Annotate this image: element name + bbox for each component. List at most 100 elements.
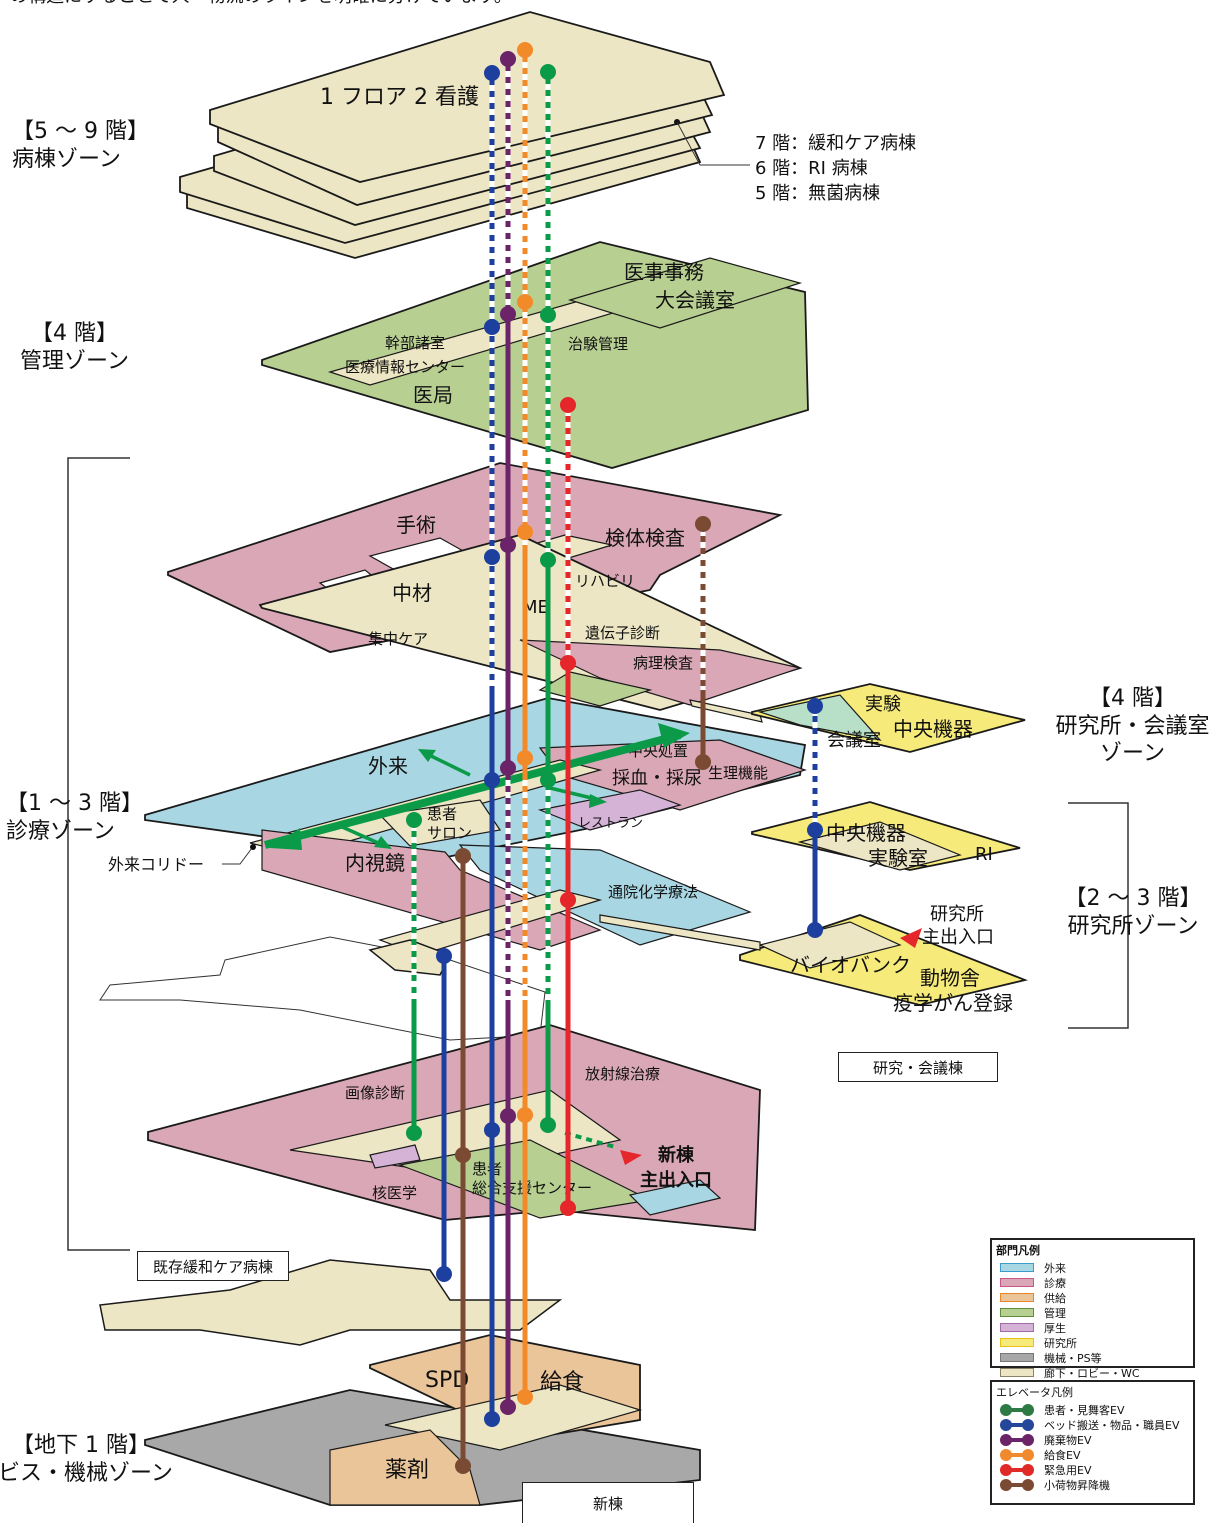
palliative-wing (99, 1259, 563, 1346)
room-kaigishitsu: 会議室 (827, 730, 881, 751)
ward-special-5: 5 階：無菌病棟 (755, 183, 880, 204)
ward-floor-label: 1 フロア 2 看護 (320, 85, 479, 110)
room-hoshasen: 放射線治療 (585, 1065, 660, 1083)
elevator-icon (1000, 1463, 1034, 1476)
room-biobank: バイオバンク (790, 953, 911, 977)
room-dai-kaigishitsu: 大会議室 (655, 288, 735, 312)
legend-label: 管理 (1044, 1306, 1066, 1320)
basement (144, 1334, 701, 1506)
room-kanja-shien-2: 総合支援センター (472, 1179, 592, 1197)
room-shuchu-care: 集中ケア (368, 630, 428, 648)
room-naishikyo: 内視鏡 (345, 851, 405, 875)
legend-swatch (1000, 1293, 1034, 1302)
legend-swatch (1000, 1368, 1034, 1377)
ev-legend-item: 小荷物昇降機 (992, 1477, 1193, 1492)
elevator-icon (1000, 1418, 1034, 1431)
room-dobutsusha: 動物舎 (920, 966, 980, 990)
zone-basement-floors: 【地下 1 階】 (12, 1433, 150, 1458)
room-me: ME (522, 597, 549, 618)
ev-stops (406, 42, 823, 1474)
room-gazo: 画像診断 (345, 1084, 405, 1102)
room-kaku-igaku: 核医学 (372, 1184, 417, 1202)
elevator-icon (1000, 1403, 1034, 1416)
ward-special-6: 6 階：RI 病棟 (755, 158, 868, 179)
room-ri: RI (975, 844, 993, 865)
room-seiri: 生理機能 (708, 764, 768, 782)
elevator-icon (1000, 1448, 1034, 1461)
lab-bracket (1068, 802, 1129, 1029)
lab-3f-corr (797, 821, 962, 871)
zone-lab-name: 研究所ゾーン (1067, 913, 1199, 939)
zone-admin-name: 管理ゾーン (20, 348, 129, 374)
radiology-purple (369, 1144, 421, 1169)
room-kyushoku: 給食 (540, 1370, 584, 1395)
zone-clinical-name: 診療ゾーン (6, 818, 115, 844)
room-chuzai: 中材 (392, 581, 432, 605)
floor-1 (144, 697, 807, 956)
room-chiken: 治験管理 (568, 335, 628, 353)
room-iryo-joho: 医療情報センター (345, 358, 465, 376)
ward-leader-line (676, 121, 750, 166)
dept-legend: 部門凡例 外来診療供給管理厚生研究所機械・PS等廊下・ロビー・WC (990, 1238, 1195, 1380)
zone-lab-conf-name: 研究所・会議室 (1055, 713, 1210, 739)
zone-lab-conf-sub: ゾーン (1100, 741, 1165, 766)
basement-yakuzai (329, 1429, 481, 1506)
radiology-blue (628, 1179, 722, 1216)
zone-admin-floors: 【4 階】 (31, 321, 118, 346)
new-entrance-path (564, 1131, 616, 1149)
legend-label: 厚生 (1044, 1321, 1066, 1335)
ev-legend-title: エレベータ凡例 (996, 1386, 1073, 1399)
lab-entrance-1: 研究所 (930, 904, 984, 925)
new-entrance-1: 新棟 (658, 1144, 695, 1166)
room-chuo-kiki: 中央機器 (893, 717, 973, 741)
new-building-tag: 新棟 (522, 1482, 694, 1523)
new-entrance-arrow (620, 1150, 642, 1165)
legend-label: 研究所 (1044, 1336, 1077, 1350)
top-caption: の構造にすることで人・物流のラインを明確に分けています。 (10, 0, 512, 9)
legend-label: 緊急用EV (1044, 1463, 1092, 1477)
dept-legend-title: 部門凡例 (996, 1244, 1040, 1257)
room-kanbu: 幹部諸室 (385, 334, 445, 352)
research-conf-building-tag: 研究・会議棟 (838, 1052, 998, 1082)
elevator-shafts (411, 50, 818, 1466)
corridor-leader-dot (250, 844, 256, 850)
new-entrance-2: 主出入口 (640, 1169, 712, 1191)
flow-arrows (263, 723, 690, 850)
legend-swatch (1000, 1308, 1034, 1317)
floor-1-restaurant (537, 789, 682, 831)
dept-legend-item: 機械・PS等 (992, 1350, 1193, 1365)
floor-1-chemo (458, 844, 752, 946)
ev-legend-item: 緊急用EV (992, 1462, 1193, 1477)
room-gairai-corridor: 外来コリドー (108, 855, 204, 874)
legend-label: 機械・PS等 (1044, 1351, 1102, 1365)
room-salon-1: 患者 (427, 805, 457, 823)
admin-room-jimu (567, 257, 803, 329)
legend-swatch (1000, 1338, 1034, 1347)
lab-entrance-2: 主出入口 (922, 927, 994, 948)
room-chuo-kiki2: 中央機器 (826, 821, 906, 845)
room-rehab: リハビリ (575, 572, 635, 590)
legend-label: 外来 (1044, 1261, 1066, 1275)
dept-legend-item: 管理 (992, 1305, 1193, 1320)
dept-legend-item: 外来 (992, 1260, 1193, 1275)
dept-legend-item: 供給 (992, 1290, 1193, 1305)
ward-floor-9 (209, 11, 726, 183)
zone-lab: 【2 ～ 3 階】 研究所ゾーン (1058, 885, 1208, 940)
floor-1-salon (378, 799, 502, 847)
legend-swatch (1000, 1278, 1034, 1287)
room-jikken: 実験 (865, 694, 901, 715)
elevator-icon (1000, 1433, 1034, 1446)
zone-lab-conf: 【4 階】 研究所・会議室 ゾーン (1045, 685, 1220, 768)
room-saiketsu: 採血・採尿 (612, 768, 702, 789)
legend-swatch (1000, 1353, 1034, 1362)
existing-outlines (99, 936, 546, 1041)
zone-clinical: 【1 ～ 3 階】 診療ゾーン (6, 790, 143, 845)
lab-entrance-arrow (900, 928, 922, 948)
elevator-icon (1000, 1478, 1034, 1491)
room-tsuin: 通院化学療法 (608, 883, 698, 901)
room-ikyoku: 医局 (413, 383, 453, 407)
legend-label: 小荷物昇降機 (1044, 1478, 1110, 1492)
